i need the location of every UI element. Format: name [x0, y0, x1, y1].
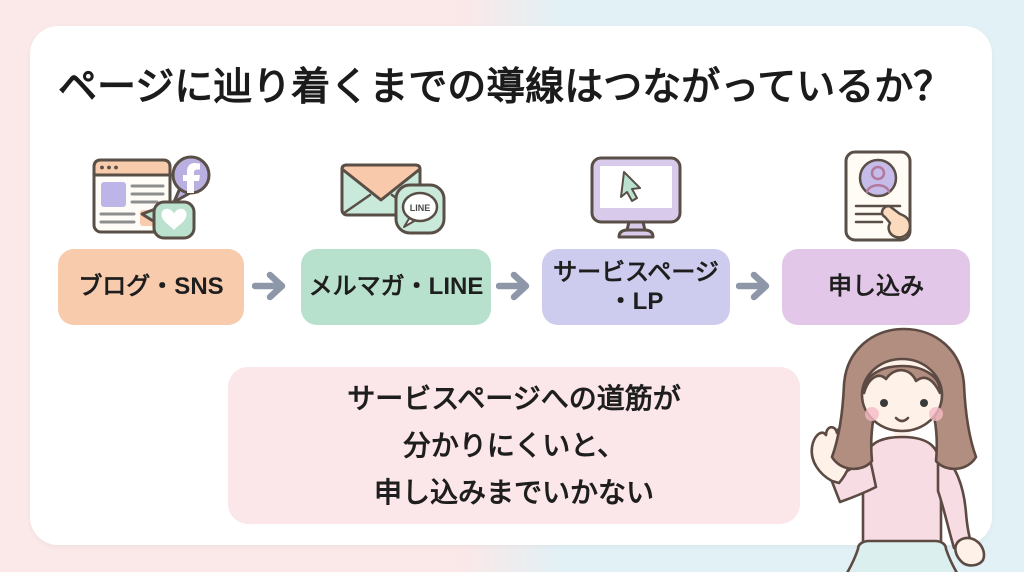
woman-character-illustration: [810, 327, 986, 572]
character-sweater: [861, 435, 943, 553]
signup-form-icon: [844, 150, 912, 242]
avatar-icon: [858, 158, 898, 198]
character-right-hand: [954, 536, 986, 567]
facebook-bubble-icon: [171, 155, 211, 204]
flow-box-service-page-lp: サービスページ ・LP: [542, 249, 730, 325]
browser-image-placeholder: [101, 182, 126, 207]
character-right-arm: [936, 449, 973, 550]
character-eye: [920, 399, 928, 407]
mail-line-icon: LINE: [340, 163, 446, 235]
flow-box-apply: 申し込み: [782, 249, 970, 325]
flow-box-label: ・LP: [608, 288, 664, 315]
browser-header: [92, 158, 172, 177]
page-title: ページに辿り着くまでの導線はつながっているか？: [58, 66, 953, 109]
line-app-icon: LINE: [394, 183, 446, 235]
flow-box-label: ブログ・SNS: [78, 273, 224, 301]
like-heart-bubble-icon: [140, 200, 196, 240]
note-text-line: 申し込みまでいかない: [373, 477, 654, 509]
character-eye: [880, 399, 888, 407]
pointing-hand-icon: [880, 204, 912, 239]
flow-box-blog-sns: ブログ・SNS: [58, 249, 244, 325]
monitor-base: [617, 228, 655, 239]
cursor-arrow-icon: [620, 171, 641, 202]
note-box: サービスページへの道筋が 分かりにくいと、 申し込みまでいかない: [228, 367, 800, 524]
flow-box-mailmag-line: メルマガ・LINE: [301, 249, 491, 325]
flow-arrow-icon: [496, 271, 530, 301]
note-text-line: 分かりにくいと、: [402, 429, 626, 461]
flow-box-label: 申し込み: [828, 273, 924, 301]
flow-box-label: サービスページ: [553, 258, 719, 286]
flow-arrow-icon: [252, 271, 286, 301]
flow-arrow-icon: [736, 271, 770, 301]
character-skirt: [846, 539, 958, 572]
monitor-cursor-icon: [590, 156, 682, 239]
line-badge-text: LINE: [410, 203, 431, 213]
note-text-line: サービスページへの道筋が: [347, 382, 681, 414]
character-hair-bangs: [862, 364, 942, 395]
flow-box-label: メルマガ・LINE: [308, 273, 484, 301]
character-blush: [929, 407, 943, 421]
blog-sns-icon: [92, 155, 211, 240]
character-mouth: [894, 416, 910, 423]
character-blush: [865, 407, 879, 421]
